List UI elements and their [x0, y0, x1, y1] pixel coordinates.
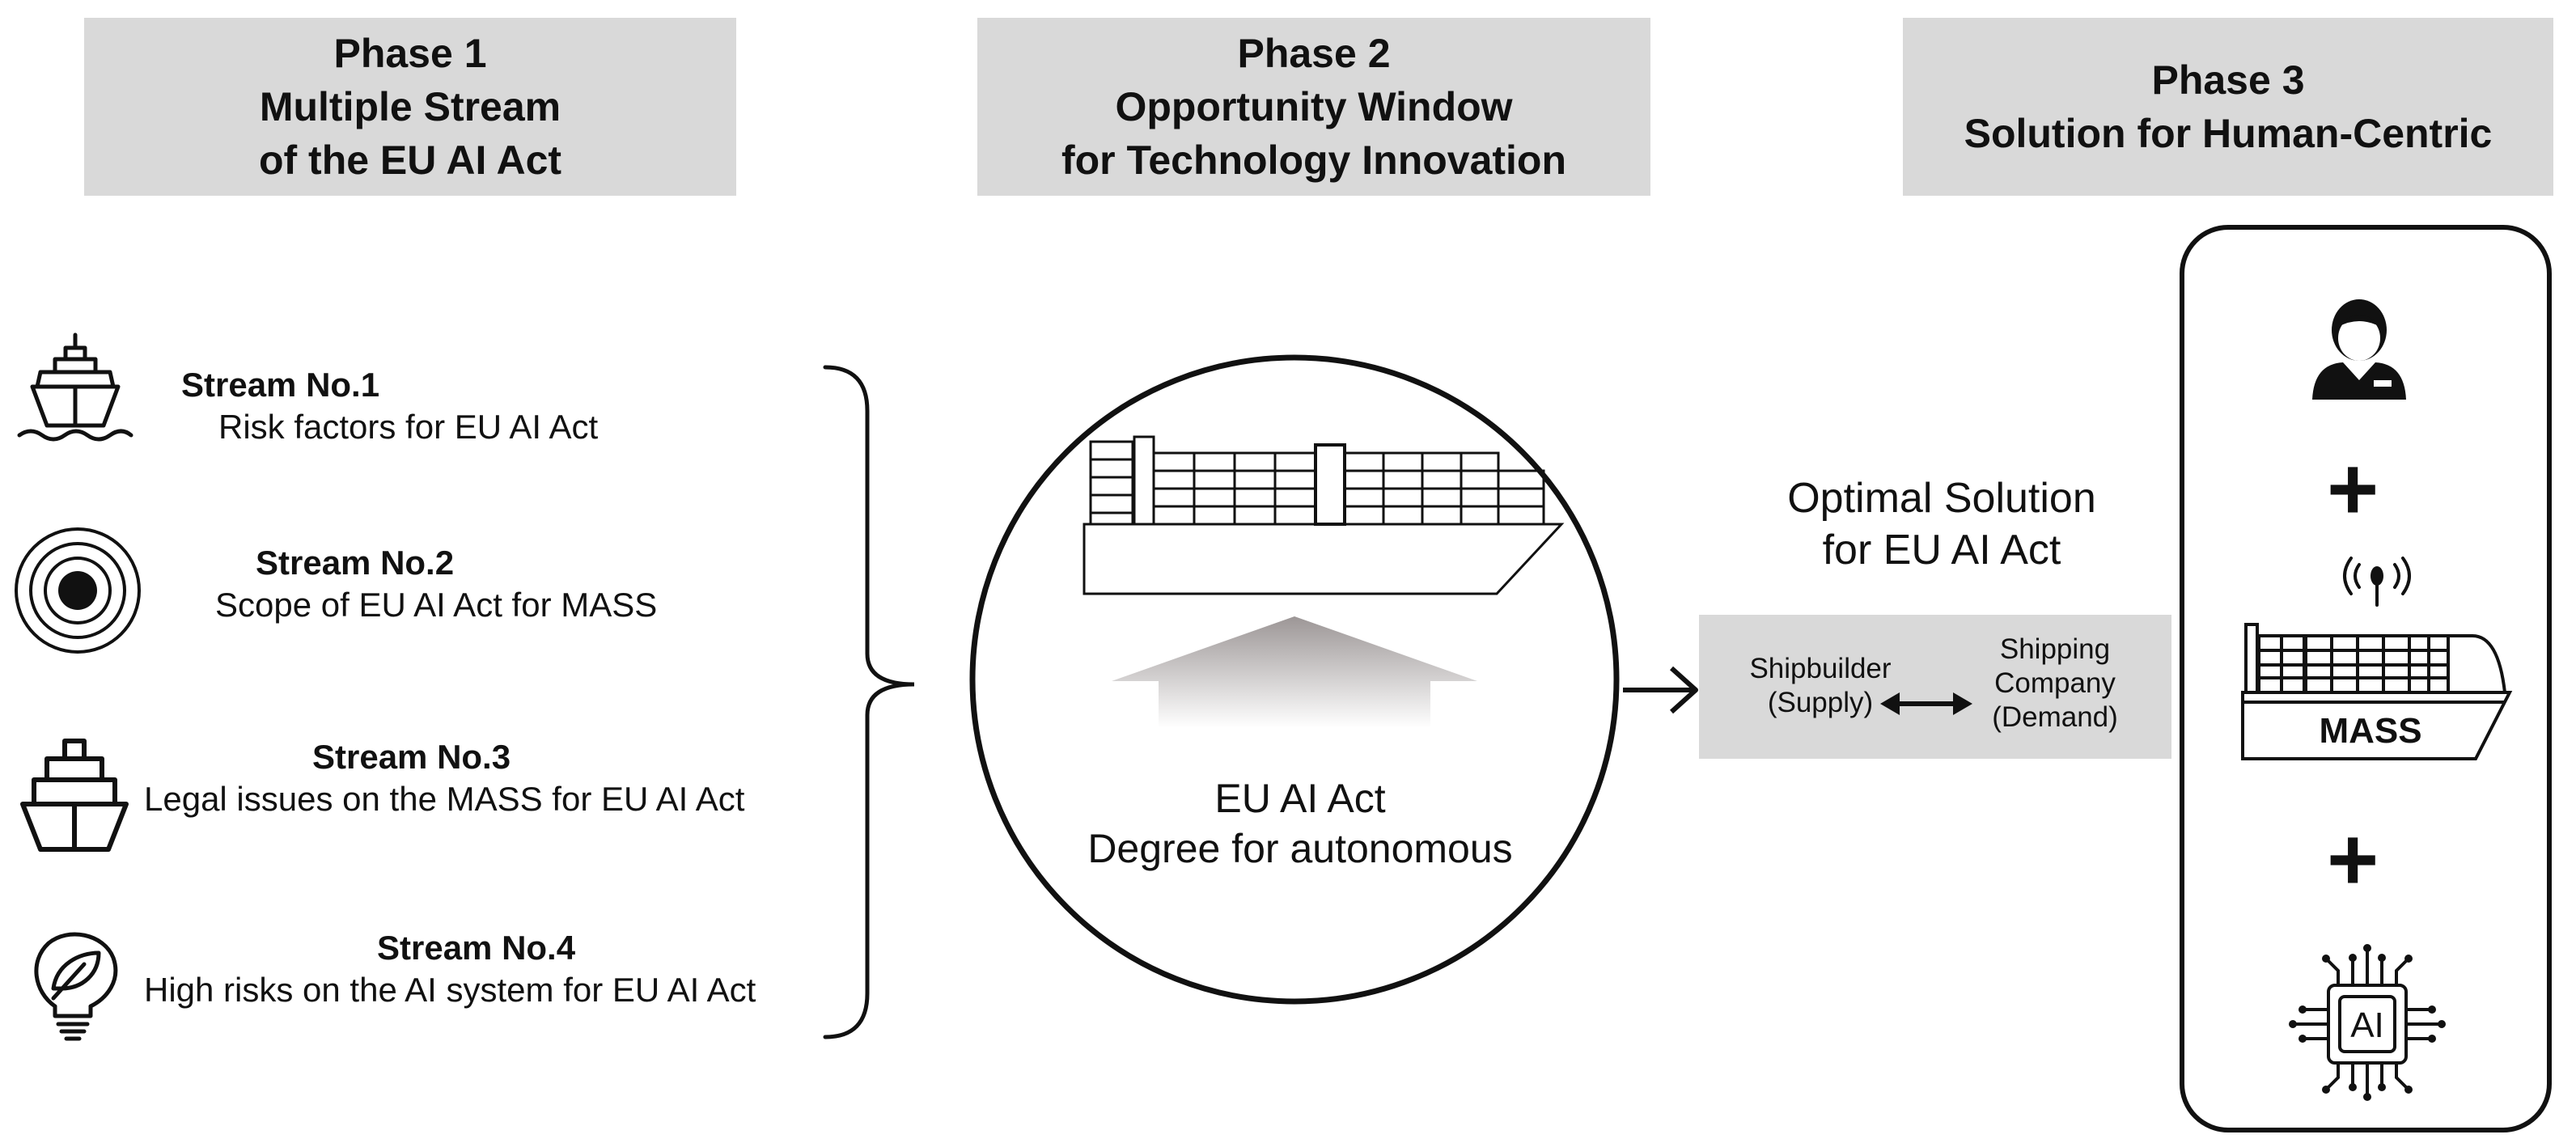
phase-2-header: Phase 2 Opportunity Window for Technolog…: [977, 18, 1650, 196]
container-ship-icon: [1083, 435, 1565, 595]
stream-1-description: Risk factors for EU AI Act: [218, 408, 599, 446]
shipping-company-label: Shipping Company (Demand): [1992, 633, 2118, 733]
center-line-1: EU AI Act: [1214, 776, 1386, 821]
stream-3-description: Legal issues on the MASS for EU AI Act: [144, 780, 745, 818]
phase-1-label: Phase 1: [333, 31, 487, 76]
phase-3-label: Phase 3: [2151, 57, 2305, 103]
mass-label: MASS: [2319, 711, 2421, 751]
ai-chip-icon: AI: [2289, 944, 2446, 1101]
stream-4-title: Stream No.4: [377, 929, 576, 967]
phase-1-header: Phase 1 Multiple Stream of the EU AI Act: [84, 18, 736, 196]
upward-arrow: [1112, 616, 1477, 728]
ai-label: AI: [2350, 1005, 2384, 1045]
stream-2-title: Stream No.2: [256, 544, 455, 582]
phase-1-title-line-1: Multiple Stream: [259, 84, 561, 129]
grouping-brace: [823, 365, 915, 1039]
supply-demand-box: [1699, 615, 2171, 759]
opportunity-window-circle: [969, 354, 1620, 1005]
person-icon: [2312, 299, 2406, 400]
mass-ship-icon: MASS: [2241, 557, 2513, 760]
boat-icon: [20, 739, 129, 852]
phase-2-title-line-1: Opportunity Window: [1115, 84, 1513, 129]
double-arrow-icon: [1880, 692, 1972, 715]
stream-4-description: High risks on the AI system for EU AI Ac…: [144, 971, 756, 1009]
plus-sign-1: +: [2327, 439, 2379, 539]
center-line-2: Degree for autonomous: [1087, 826, 1513, 871]
phase-3-title-line-1: Solution for Human-Centric: [1964, 111, 2493, 156]
optimal-solution-title-line-1: Optimal Solution: [1787, 475, 2096, 522]
phase-3-header: Phase 3 Solution for Human-Centric: [1903, 18, 2553, 196]
phase-1-title-line-2: of the EU AI Act: [258, 138, 562, 183]
arrow-right-icon: [1623, 666, 1698, 714]
ship-icon: [17, 332, 133, 442]
stream-3-title: Stream No.3: [312, 738, 511, 776]
stream-1-title: Stream No.1: [181, 366, 380, 404]
stream-2-description: Scope of EU AI Act for MASS: [215, 586, 658, 624]
phase-2-title-line-2: for Technology Innovation: [1061, 138, 1567, 183]
phase-2-label: Phase 2: [1237, 31, 1391, 76]
optimal-solution-title-line-2: for EU AI Act: [1822, 527, 2061, 574]
human-centric-panel: [2180, 225, 2552, 1132]
target-icon: [15, 527, 141, 654]
plus-sign-2: +: [2327, 810, 2379, 909]
leaf-bulb-icon: [34, 932, 118, 1041]
shipbuilder-label: Shipbuilder (Supply): [1749, 653, 1892, 718]
